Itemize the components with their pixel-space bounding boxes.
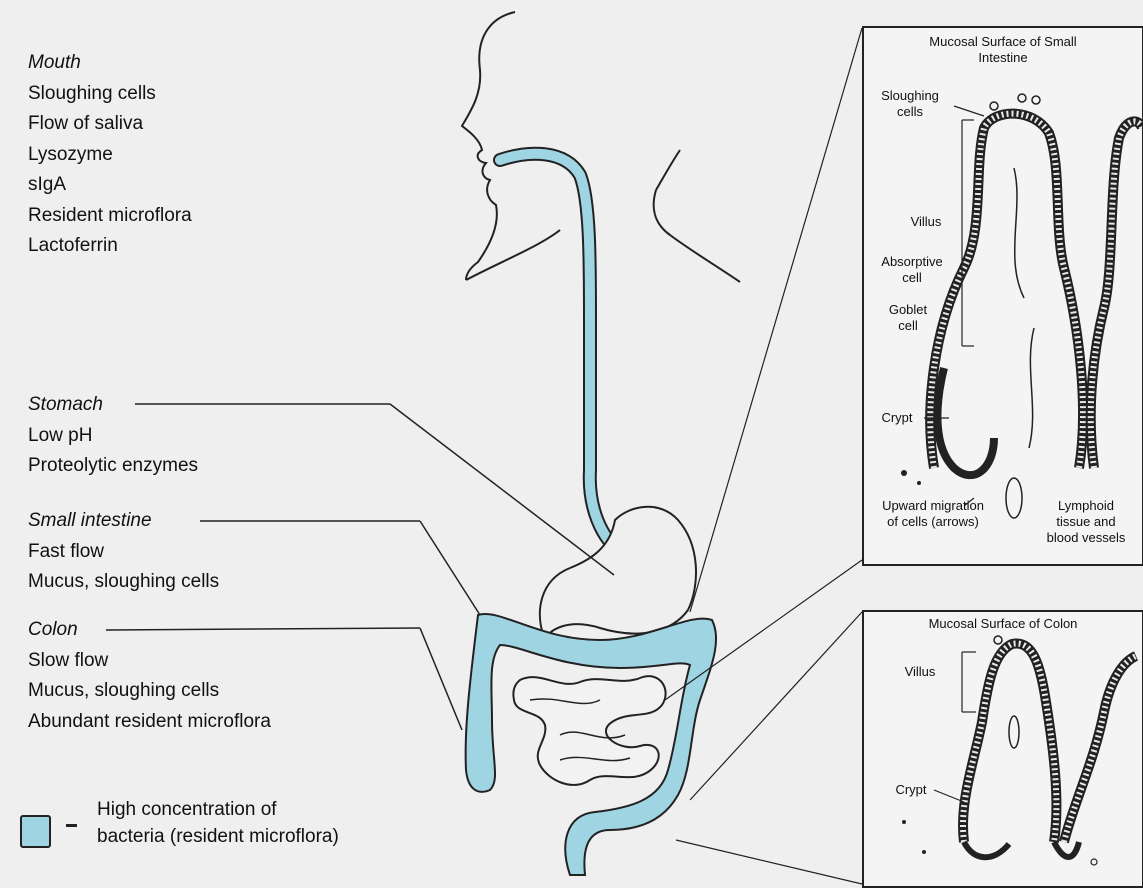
- inset-colon-title: Mucosal Surface of Colon: [864, 616, 1142, 632]
- small-intestine-item: Fast flow: [28, 537, 219, 568]
- mouth-item: Resident microflora: [28, 201, 192, 232]
- label-line: Villus: [898, 214, 954, 230]
- colon-item: Slow flow: [28, 646, 271, 677]
- label-line: Sloughing: [870, 88, 950, 104]
- colon-block: Colon Slow flow Mucus, sloughing cells A…: [28, 615, 271, 737]
- stomach-heading: Stomach: [28, 390, 198, 421]
- legend-swatch: [20, 815, 51, 848]
- label-goblet-cell: Goblet cell: [878, 302, 938, 334]
- label-absorptive-cell: Absorptive cell: [868, 254, 956, 286]
- inset-connector-4: [676, 840, 862, 884]
- neck-back: [656, 150, 680, 190]
- small-intestine-item: Mucus, sloughing cells: [28, 567, 219, 598]
- label-sloughing-cells: Sloughing cells: [870, 88, 950, 120]
- label-crypt: Crypt: [870, 410, 924, 426]
- mouth-item: Lactoferrin: [28, 231, 192, 262]
- mouth-item: Flow of saliva: [28, 109, 192, 140]
- mouth-heading: Mouth: [28, 48, 192, 79]
- face-profile: [462, 12, 515, 280]
- label-line: Goblet: [878, 302, 938, 318]
- colon-villi-drawing: [864, 612, 1142, 886]
- label-line: of cells (arrows): [868, 514, 998, 530]
- label-line: cell: [868, 270, 956, 286]
- label-colon-villus: Villus: [890, 664, 950, 680]
- inset-title-line: Intestine: [864, 50, 1142, 66]
- neck-left: [466, 230, 560, 280]
- label-line: Upward migration: [868, 498, 998, 514]
- label-colon-crypt: Crypt: [884, 782, 938, 798]
- colon-item: Mucus, sloughing cells: [28, 676, 271, 707]
- inset-title: Mucosal Surface of Small Intestine: [864, 34, 1142, 66]
- small-intestine-block: Small intestine Fast flow Mucus, sloughi…: [28, 506, 219, 598]
- colon-heading: Colon: [28, 615, 271, 646]
- stomach-block: Stomach Low pH Proteolytic enzymes: [28, 390, 198, 482]
- stomach-outline: [540, 507, 696, 640]
- label-line: Crypt: [870, 410, 924, 426]
- legend-text: High concentration of bacteria (resident…: [97, 796, 339, 850]
- mouth-item: Sloughing cells: [28, 79, 192, 110]
- inset-connector-1: [690, 28, 862, 612]
- inset-title-line: Mucosal Surface of Small: [864, 34, 1142, 50]
- label-line: cell: [878, 318, 938, 334]
- mouth-item: Lysozyme: [28, 140, 192, 171]
- legend-equals-mark: [66, 824, 77, 827]
- stomach-item: Proteolytic enzymes: [28, 451, 198, 482]
- label-upward-migration: Upward migration of cells (arrows): [868, 498, 998, 530]
- mouth-block: Mouth Sloughing cells Flow of saliva Lys…: [28, 48, 192, 262]
- inset-colon: Mucosal Surface of Colon Villus Crypt: [862, 610, 1143, 888]
- label-lymphoid-tissue: Lymphoid tissue and blood vessels: [1032, 498, 1140, 546]
- small-intestine-heading: Small intestine: [28, 506, 219, 537]
- small-intestine-loops: [513, 676, 665, 785]
- inset-small-intestine: Mucosal Surface of Small Intestine Sloug…: [862, 26, 1143, 566]
- label-villus: Villus: [898, 214, 954, 230]
- legend-line-1: High concentration of: [97, 796, 339, 823]
- legend-line-2: bacteria (resident microflora): [97, 823, 339, 850]
- colon-item: Abundant resident microflora: [28, 707, 271, 738]
- label-line: tissue and: [1032, 514, 1140, 530]
- mouth-item: sIgA: [28, 170, 192, 201]
- neck-right: [654, 190, 740, 282]
- label-line: cells: [870, 104, 950, 120]
- label-line: Lymphoid: [1032, 498, 1140, 514]
- stomach-item: Low pH: [28, 421, 198, 452]
- label-line: Absorptive: [868, 254, 956, 270]
- esophagus-tube: [500, 154, 625, 555]
- label-line: blood vessels: [1032, 530, 1140, 546]
